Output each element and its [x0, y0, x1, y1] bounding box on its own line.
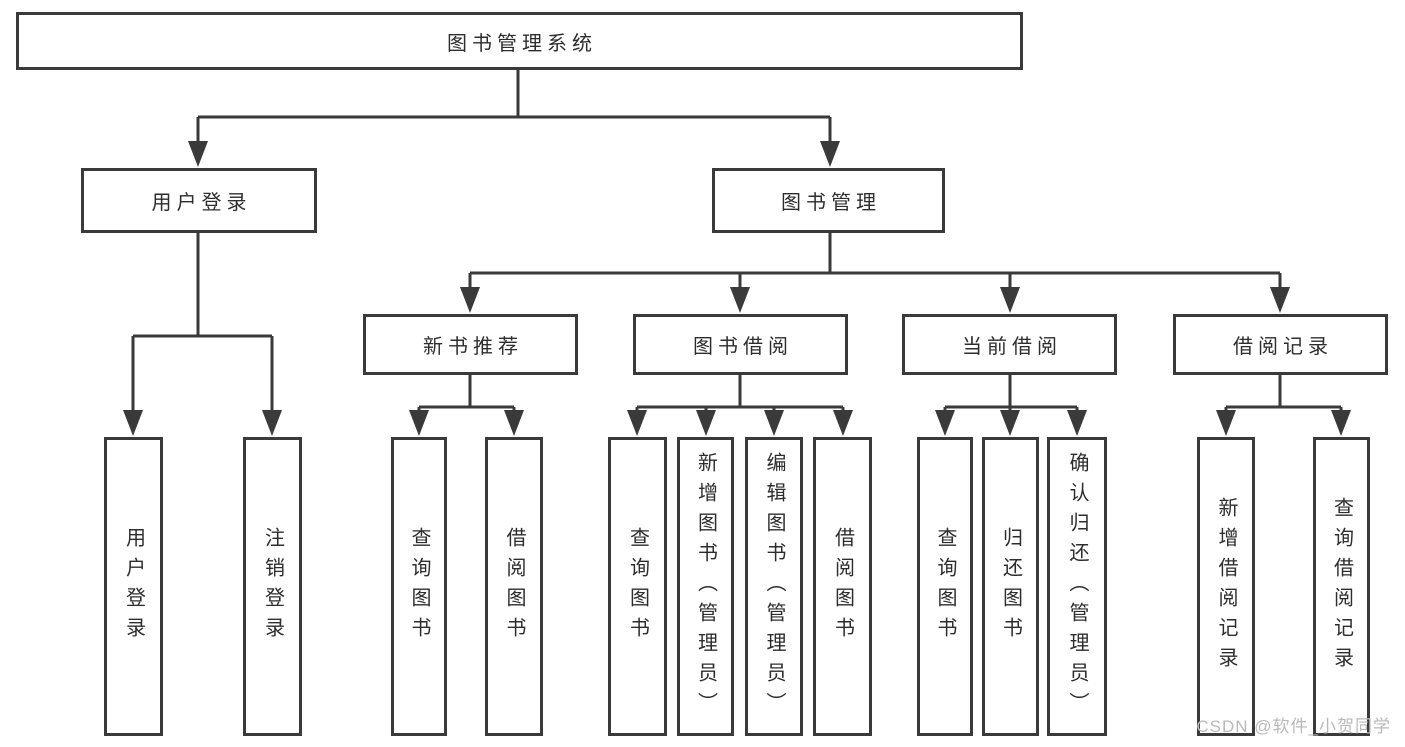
borrow-records-node: 借阅记录	[1173, 314, 1388, 375]
current-borrow-node: 当前借阅	[902, 314, 1117, 375]
arrowheads	[123, 141, 1351, 436]
leaf-confirm-return-admin: 确认归还（管理员）	[1047, 437, 1107, 736]
leaf-label: 归还图书	[999, 526, 1022, 647]
leaf-borrow-books-1: 借阅图书	[485, 437, 543, 736]
leaf-return-book: 归还图书	[982, 437, 1039, 736]
root-node: 图书管理系统	[16, 12, 1023, 70]
book-management-node: 图书管理	[712, 168, 945, 233]
leaf-label: 查询图书	[934, 526, 956, 647]
new-book-recommend-node: 新书推荐	[363, 314, 578, 375]
user-login-node: 用户登录	[81, 168, 317, 233]
book-borrow-node: 图书借阅	[633, 314, 848, 375]
leaf-query-books-1: 查询图书	[391, 437, 447, 736]
csdn-watermark: CSDN @软件_小贺同学	[1196, 717, 1391, 736]
leaf-add-borrow-record: 新增借阅记录	[1197, 437, 1255, 736]
leaf-user-login: 用户登录	[104, 437, 163, 736]
leaf-label: 查询借阅记录	[1330, 496, 1353, 677]
leaf-label: 确认归还（管理员）	[1066, 451, 1088, 722]
leaf-label: 用户登录	[122, 526, 145, 647]
leaf-label: 查询图书	[626, 526, 649, 647]
leaf-query-borrow-record: 查询借阅记录	[1313, 437, 1370, 736]
leaf-logout: 注销登录	[243, 437, 302, 736]
leaf-add-book-admin: 新增图书（管理员）	[677, 437, 734, 736]
leaf-query-books-2: 查询图书	[608, 437, 667, 736]
leaf-label: 借阅图书	[503, 526, 525, 647]
leaf-label: 借阅图书	[831, 526, 854, 647]
leaf-borrow-books-2: 借阅图书	[813, 437, 872, 736]
leaf-query-books-3: 查询图书	[917, 437, 973, 736]
leaf-label: 新增图书（管理员）	[694, 451, 717, 722]
leaf-label: 新增借阅记录	[1215, 496, 1237, 677]
leaf-label: 编辑图书（管理员）	[763, 451, 785, 722]
leaf-label: 注销登录	[261, 526, 284, 647]
leaf-edit-book-admin: 编辑图书（管理员）	[745, 437, 803, 736]
leaf-label: 查询图书	[408, 526, 430, 647]
